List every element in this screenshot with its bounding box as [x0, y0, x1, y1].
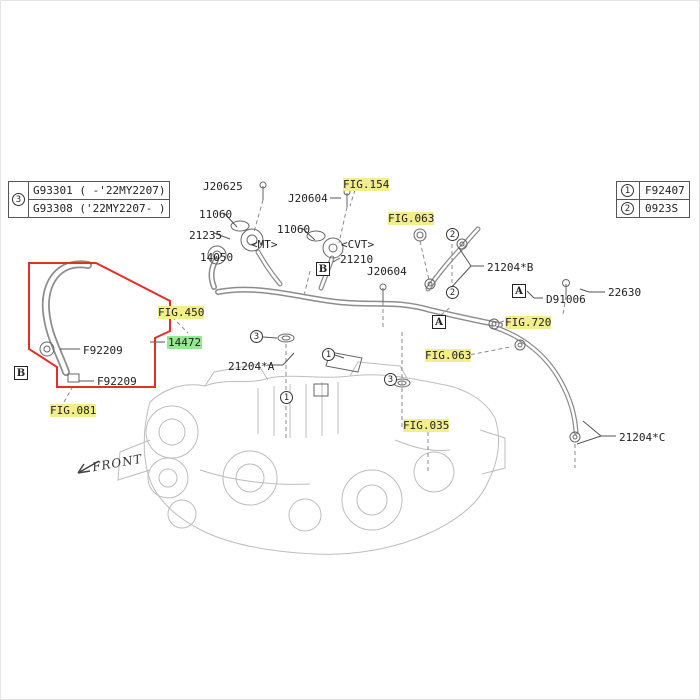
callout-3-icon: 3	[12, 193, 25, 206]
part-icons	[39, 181, 581, 443]
legend-part-number: F92407	[645, 184, 685, 197]
fig-ref-081[interactable]: FIG.081	[50, 404, 97, 417]
section-marker-B: B	[316, 262, 330, 276]
fig-ref-063-top[interactable]: FIG.063	[388, 212, 435, 225]
table-row: G93308 ('22MY2207- )	[29, 199, 170, 217]
table-divider	[639, 182, 640, 199]
part-label-11060-cvt: 11060	[277, 223, 311, 236]
applicability-table-rows: G93301 ( -'22MY2207) G93308 ('22MY2207- …	[29, 182, 170, 217]
applicability-table: 3 G93301 ( -'22MY2207) G93308 ('22MY2207…	[8, 181, 171, 218]
part-label-21210: 21210	[340, 253, 374, 266]
section-marker-A: A	[512, 284, 526, 298]
part-label-11060-mt: 11060	[199, 208, 233, 221]
table-divider	[639, 200, 640, 217]
fig-ref-035[interactable]: FIG.035	[403, 419, 450, 432]
coolant-pipes-highlight	[43, 227, 578, 434]
bolt-icon-j20604-mid	[379, 283, 387, 302]
callout-1-icon: 1	[280, 391, 293, 404]
legend-table: 1 F92407 2 0923S	[616, 181, 690, 218]
front-arrow-icon	[77, 460, 100, 474]
legend-table-rows: 1 F92407 2 0923S	[617, 182, 689, 217]
table-row: 2 0923S	[617, 199, 689, 217]
fig-ref-063-lower[interactable]: FIG.063	[425, 349, 472, 362]
part-label-j20625: J20625	[203, 180, 243, 193]
part-label-21204c: 21204*C	[619, 431, 666, 444]
part-label-f92209-lower: F92209	[97, 375, 137, 388]
coolant-pipes	[41, 226, 579, 435]
fig-ref-154[interactable]: FIG.154	[343, 178, 390, 191]
legend-part-number: 0923S	[645, 202, 679, 215]
part-label-d91006: D91006	[546, 293, 586, 306]
part-label-j20604-top: J20604	[288, 192, 328, 205]
bolt-icon-j20604-top	[343, 188, 351, 207]
callout-2-icon: 2	[446, 228, 459, 241]
solid-leaders	[60, 197, 616, 445]
applicability-table-marker-cell: 3	[9, 182, 29, 217]
part-label-22630: 22630	[608, 286, 642, 299]
part-label-21204b: 21204*B	[487, 261, 534, 274]
fig-ref-450[interactable]: FIG.450	[158, 306, 205, 319]
note-mt: <MT>	[251, 238, 278, 251]
part-label-j20604-mid: J20604	[367, 265, 407, 278]
red-highlight-outline	[28, 262, 171, 388]
callout-1-icon: 1	[322, 348, 335, 361]
section-marker-B: B	[14, 366, 28, 380]
part-label-14050: 14050	[200, 251, 234, 264]
part-label-21235: 21235	[189, 229, 223, 242]
fig-ref-720[interactable]: FIG.720	[505, 316, 552, 329]
table-row: G93301 ( -'22MY2207)	[33, 184, 166, 197]
callout-2-icon: 2	[446, 286, 459, 299]
table-row: 1 F92407	[617, 182, 689, 199]
engine-line-art	[117, 361, 506, 555]
section-marker-A: A	[432, 315, 446, 329]
part-label-14472-selected[interactable]: 14472	[167, 336, 203, 349]
bolt-icon-j20625	[259, 181, 267, 200]
callout-3-icon: 3	[384, 373, 397, 386]
callout-2-icon: 2	[621, 202, 634, 215]
part-label-21204a: 21204*A	[228, 360, 275, 373]
note-cvt: <CVT>	[341, 238, 375, 251]
part-label-f92209-upper: F92209	[83, 344, 123, 357]
callout-3-icon: 3	[250, 330, 263, 343]
callout-1-icon: 1	[621, 184, 634, 197]
sensor-icon-22630	[562, 279, 570, 296]
